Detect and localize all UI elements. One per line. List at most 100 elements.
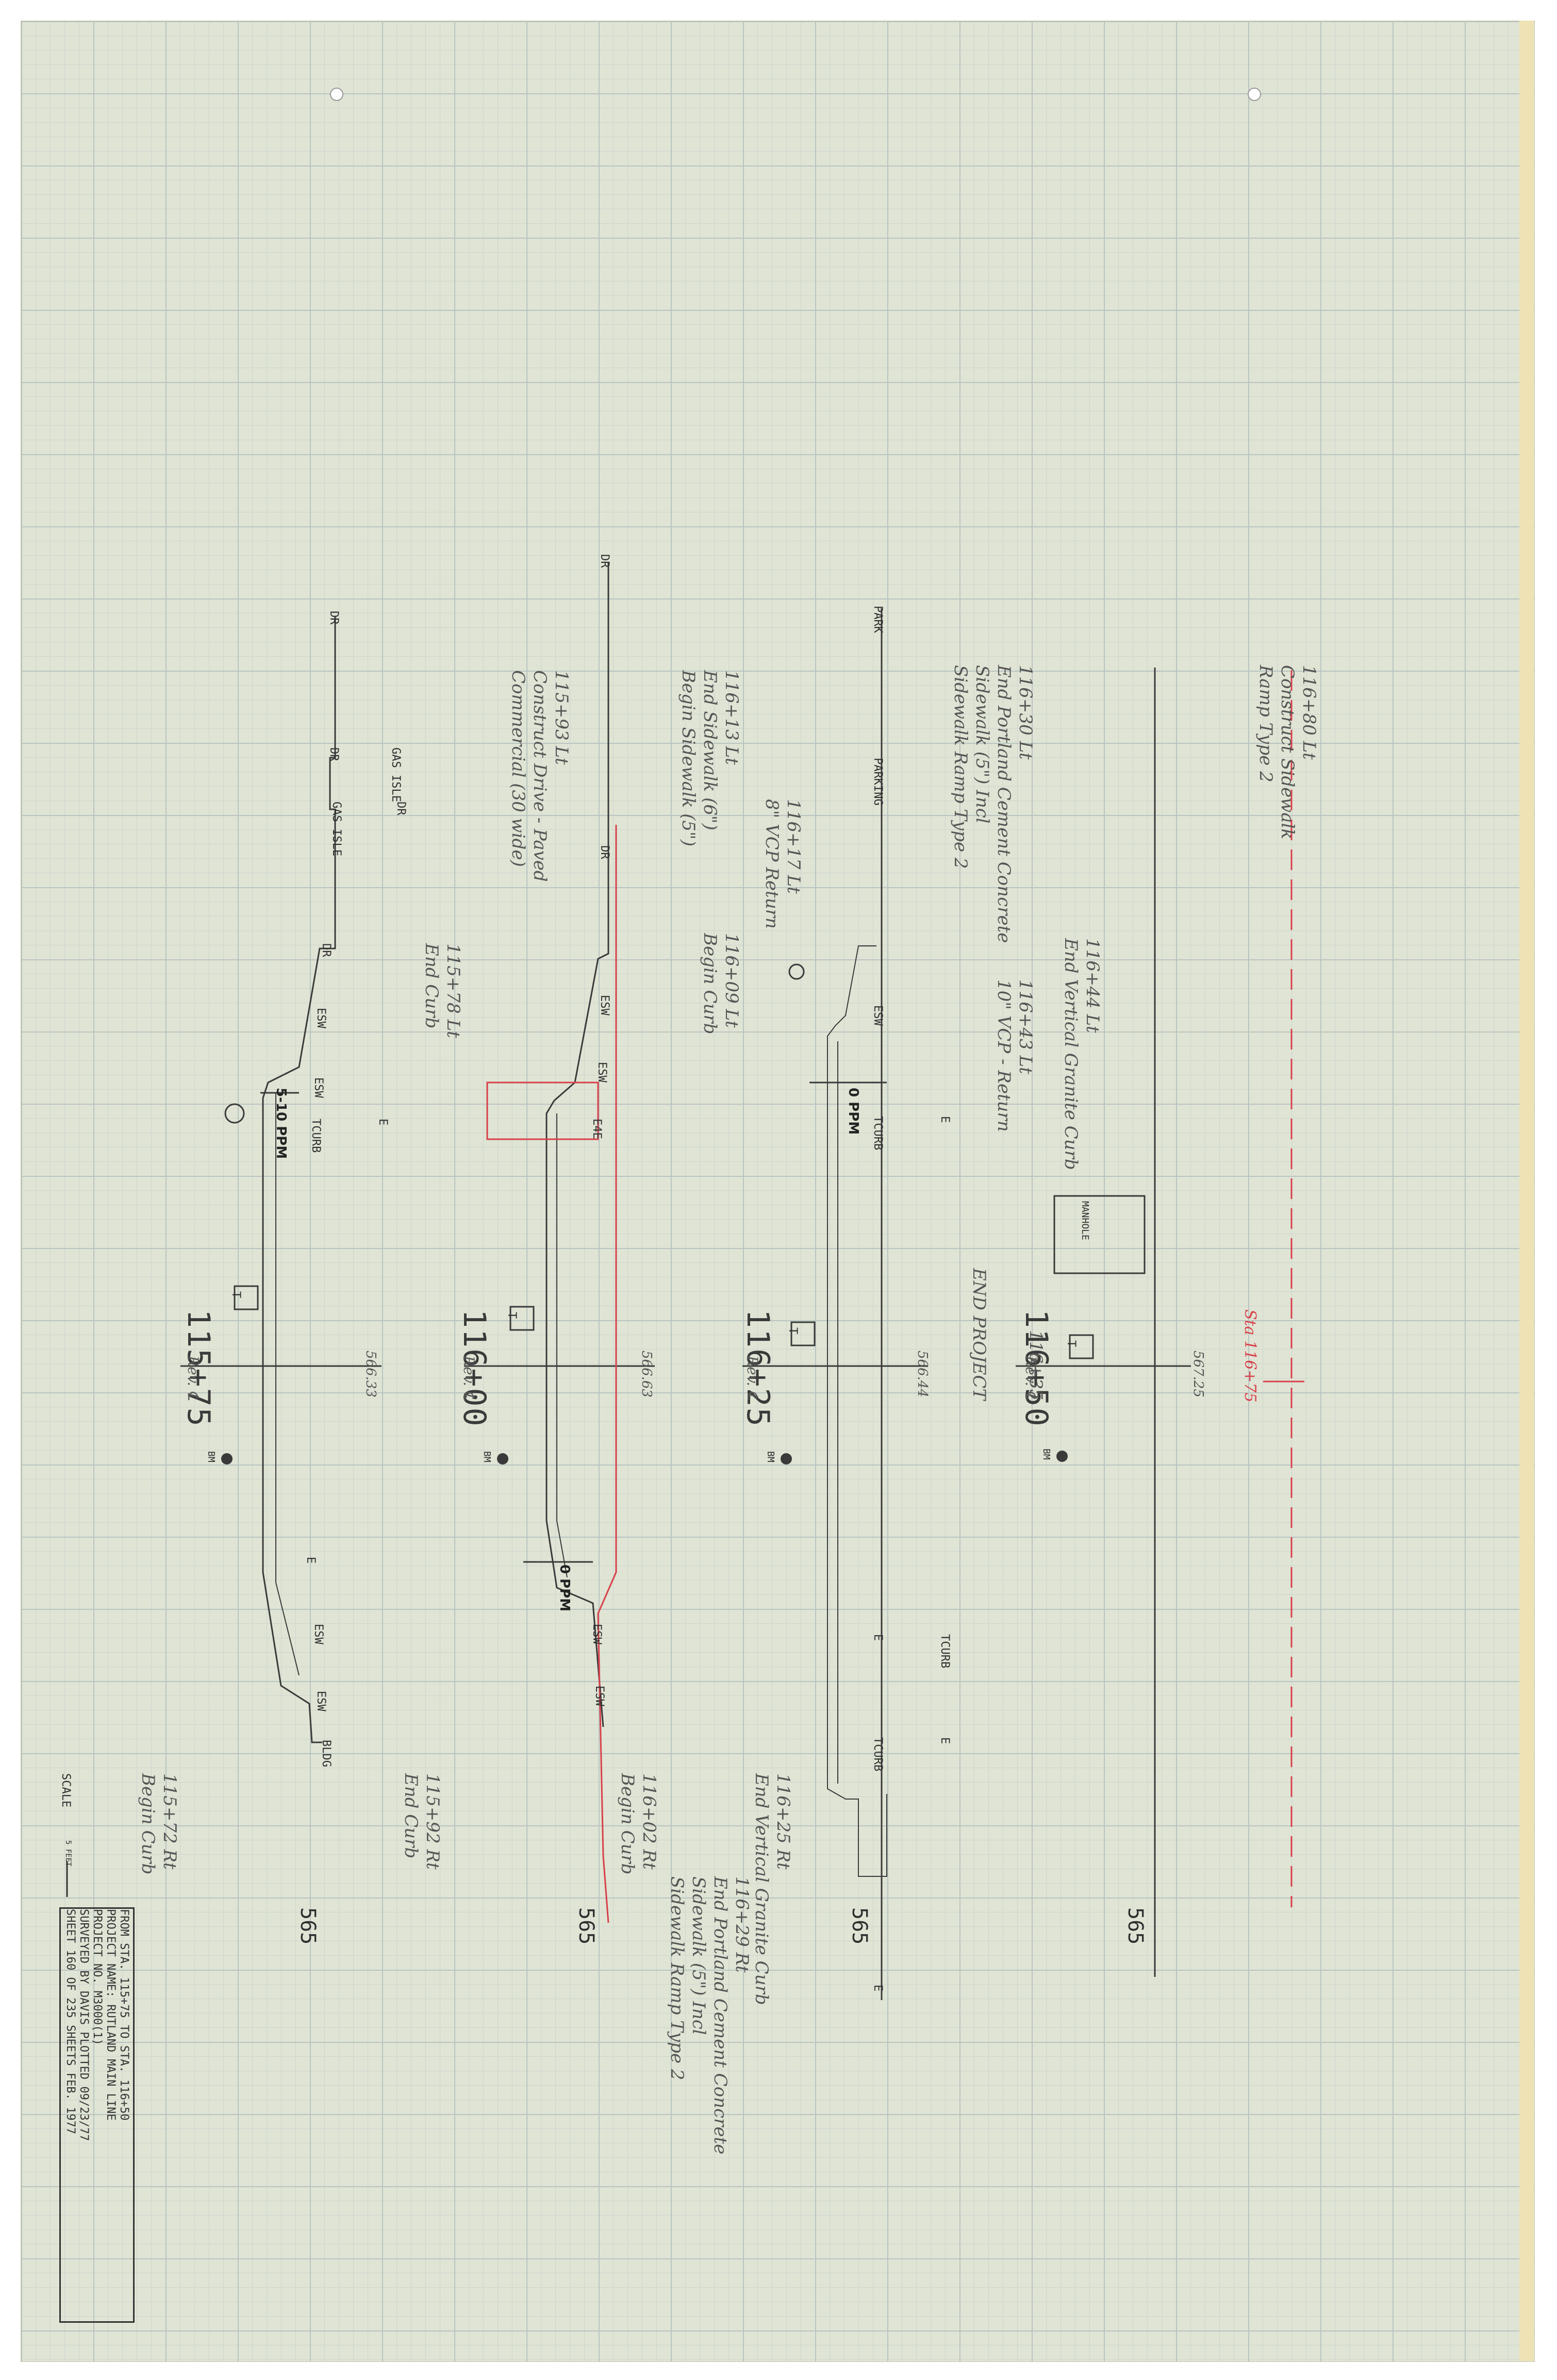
code-label: DR (598, 554, 611, 568)
code-label: ESW (595, 1062, 608, 1083)
note-line: Ramp Type 2 (1255, 665, 1276, 783)
note: 115+72 Rt Begin Curb (137, 1773, 180, 1874)
code-label: DR (320, 943, 333, 957)
benchmark-label: BM (765, 1451, 776, 1462)
note: 116+29 Rt End Portland Cement Concrete S… (666, 1876, 753, 2154)
note: 115+92 Rt End Curb (400, 1773, 443, 1870)
note-line: 115+72 Rt (159, 1773, 180, 1870)
note: END PROJECT (968, 1268, 990, 1400)
code-label: E (871, 1985, 884, 1992)
note-line: 116+44 Lt (1082, 938, 1103, 1033)
note-line: 8" VCP Return (761, 799, 782, 929)
title-block-line: FROM STA. 115+75 TO STA. 116+50 (118, 1909, 130, 2121)
code-label: TCURB (871, 1116, 884, 1151)
note: 116+35 (1025, 1330, 1047, 1401)
contour-label: 565 (1123, 1907, 1147, 1945)
benchmark-label: BM (206, 1451, 217, 1462)
title-block-line: PROJECT NAME: RUTLAND MAIN LINE (104, 1909, 117, 2121)
elevation-label: 566.44 (915, 1351, 930, 1397)
benchmark-dot (497, 1453, 508, 1464)
note-line: Begin Sidewalk (5") (678, 670, 699, 846)
note: 116+02 Rt Begin Curb (617, 1773, 660, 1874)
elevation-label: 566.63 (639, 1351, 654, 1397)
note: 116+44 Lt End Vertical Granite Curb (1060, 938, 1103, 1170)
title-block-text: FROM STA. 115+75 TO STA. 116+50 PROJECT … (63, 1909, 130, 2321)
code-label: ESW (314, 1691, 327, 1711)
note-line: End Portland Cement Concrete (993, 665, 1014, 943)
reference-label: Rev. ℄ (185, 1356, 202, 1400)
note-line: End Vertical Granite Curb (1061, 938, 1081, 1170)
code-label: ESW (312, 1624, 325, 1644)
tree-symbol (1069, 1334, 1094, 1359)
code-label: PARKING (871, 758, 884, 806)
code-label: PARK (871, 606, 884, 633)
code-label: ESW (598, 995, 611, 1016)
note-line: 116+29 Rt (732, 1876, 752, 1973)
profile-line-115-75 (262, 616, 336, 1743)
manhole-label: MANHOLE (1080, 1201, 1090, 1240)
tree-symbols (234, 1285, 1094, 1359)
note: 116+25 Rt End Vertical Granite Curb (751, 1773, 794, 2005)
note-line: Sidewalk Ramp Type 2 (950, 665, 971, 869)
tree-label: T (229, 1291, 242, 1299)
contour-label: 565 (574, 1907, 598, 1945)
code-label: ESW (593, 1686, 606, 1706)
code-label: TCURB (309, 1119, 322, 1153)
note: 116+13 Lt End Sidewalk (6") Begin Sidewa… (677, 670, 742, 846)
benchmark-label: BM (1041, 1449, 1052, 1460)
title-block-line: SHEET 160 OF 235 SHEETS FEB. 1977 (64, 1909, 77, 2135)
contour-label: 565 (848, 1907, 871, 1945)
code-label: DR (327, 747, 340, 761)
note: 116+80 Lt Construct Sidewalk Ramp Type 2 (1255, 665, 1320, 839)
note-line: END PROJECT (969, 1268, 989, 1401)
code-label: E (871, 1634, 884, 1641)
contour-label: 565 (296, 1907, 320, 1945)
code-label: E (304, 1557, 317, 1564)
note-line: Sidewalk (5") Incl (688, 1876, 709, 2035)
paper-edge-strip (1519, 21, 1534, 2361)
note-line: 10" VCP - Return (993, 979, 1014, 1132)
ppm-label: 5-10 PPM (273, 1088, 289, 1159)
tree-symbol (509, 1306, 535, 1331)
note-line: Sidewalk Ramp Type 2 (667, 1876, 687, 2081)
code-label: ESW (314, 1008, 327, 1028)
note-line: 116+30 Lt (1015, 665, 1036, 760)
ppm-label: 0 PPM (557, 1565, 572, 1612)
note-line: End Curb (421, 943, 442, 1029)
note-line: 116+43 Lt (1015, 979, 1036, 1074)
tree-label: T (786, 1327, 799, 1335)
code-label: ESW (590, 1624, 603, 1644)
benchmark-dots (221, 1451, 1068, 1464)
benchmark-label: BM (482, 1451, 492, 1462)
code-label: GAS ISLE (389, 747, 402, 802)
punch-hole (330, 88, 343, 101)
utility-pole-symbol (224, 1103, 245, 1124)
code-label: GAS ISLE (330, 802, 343, 856)
red-line-middle (597, 825, 617, 1923)
note-line: 115+92 Rt (422, 1773, 443, 1870)
title-block-line: SURVEYED BY DAVIS PLOTTED 09/23/77 (77, 1909, 90, 2141)
note-line: End Sidewalk (6") (700, 670, 720, 830)
red-box-drive (486, 1081, 599, 1140)
reference-label: Rev. ℄ (460, 1356, 477, 1400)
graph-paper (21, 21, 1535, 2362)
profile-116-50 (1016, 668, 1191, 1977)
note: 115+78 Lt End Curb (421, 943, 464, 1038)
red-ink-markup (486, 670, 1304, 1923)
red-station-note: Sta 116+75 (1241, 1309, 1259, 1403)
note-line: 116+02 Rt (639, 1773, 659, 1870)
profile-115-75 (180, 616, 382, 1743)
note-line: 116+09 Lt (721, 933, 742, 1028)
code-label: E (376, 1119, 389, 1126)
code-label: ESW (312, 1077, 325, 1098)
note-line: Construct Sidewalk (1277, 665, 1298, 840)
tree-label: T (1065, 1340, 1078, 1347)
note-line: End Portland Cement Concrete (710, 1876, 731, 2155)
note-line: Commercial (30 wide) (508, 670, 528, 867)
note-line: 116+35 (1025, 1330, 1046, 1401)
profile-curb-line-116-25 (827, 945, 887, 1877)
profile-inner-line-116-00 (556, 1113, 568, 1578)
code-label: TCURB (871, 1737, 884, 1772)
elevation-label: 567.25 (1190, 1351, 1206, 1397)
